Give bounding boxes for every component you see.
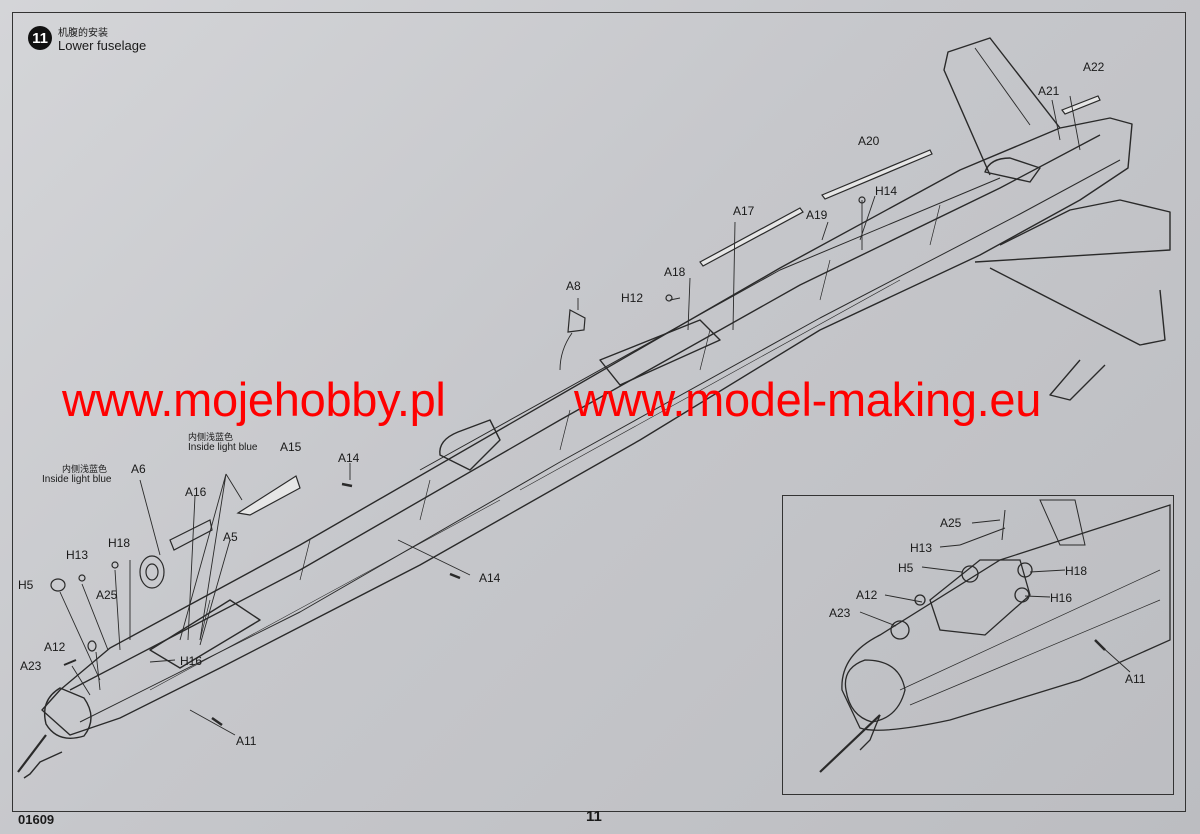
inset-callout-a23: A23 <box>829 606 851 620</box>
part-a16 <box>169 519 213 551</box>
callout-a8: A8 <box>566 279 581 293</box>
part-a8 <box>567 309 586 333</box>
page-number: 11 <box>586 808 602 825</box>
nose-cone <box>43 687 92 739</box>
wing-root <box>989 267 1166 346</box>
detail-inset-frame <box>782 495 1174 795</box>
callout-a14-low: A14 <box>479 571 501 585</box>
tail-rudder-line <box>974 47 1031 126</box>
callout-h5: H5 <box>18 578 34 592</box>
step-number-badge: 11 <box>28 26 52 50</box>
part-a14-top <box>341 482 353 488</box>
callout-a17: A17 <box>733 204 755 218</box>
paint-note-2-cn: 内侧浅蓝色 <box>62 465 108 475</box>
callout-a15: A15 <box>280 440 302 454</box>
inset-canopy <box>929 559 1031 636</box>
fuselage-lower-line <box>79 159 1121 723</box>
rear-hump <box>984 157 1041 183</box>
inset-callout-h16: H16 <box>1050 591 1073 605</box>
callout-h14: H14 <box>875 184 898 198</box>
inset-pitot <box>819 714 881 773</box>
callout-a21: A21 <box>1038 84 1060 98</box>
watermark-mojehobby: www.mojehobby.pl <box>62 373 446 426</box>
wing <box>974 199 1171 263</box>
callout-a19: A19 <box>806 208 828 222</box>
inset-callout-h13: H13 <box>910 541 933 555</box>
watermark-model-making: www.model-making.eu <box>574 373 1042 426</box>
callout-a6: A6 <box>131 462 146 476</box>
step-title-en: Lower fuselage <box>58 38 147 53</box>
part-h12 <box>665 294 673 302</box>
callout-a11: A11 <box>236 734 257 748</box>
paint-note-1-en: Inside light blue <box>188 442 258 453</box>
callout-a20: A20 <box>858 134 880 148</box>
step-title-cn: 机腹的安装 <box>58 28 108 39</box>
part-a17 <box>699 207 804 267</box>
intake-bump <box>439 419 501 471</box>
cockpit-hump <box>599 319 721 386</box>
kit-code: 01609 <box>18 812 55 827</box>
ventral-fin <box>1049 359 1106 401</box>
inset-callout-a12: A12 <box>856 588 878 602</box>
callout-h12: H12 <box>621 291 644 305</box>
part-a12 <box>87 640 97 652</box>
inset-callout-h18: H18 <box>1065 564 1088 578</box>
inset-nose-outline <box>841 504 1171 731</box>
inset-callout-h5: H5 <box>898 561 914 575</box>
callout-a16: A16 <box>185 485 207 499</box>
part-a15 <box>236 475 301 516</box>
callout-h18: H18 <box>108 536 131 550</box>
callout-h13: H13 <box>66 548 89 562</box>
fuselage-outline <box>41 117 1133 736</box>
callout-a14-top: A14 <box>338 451 360 465</box>
part-a20 <box>821 149 933 200</box>
part-a14-low <box>449 572 461 580</box>
callout-a12: A12 <box>44 640 66 654</box>
callout-a23: A23 <box>20 659 42 673</box>
inset-nose-cone <box>844 659 906 723</box>
callout-a22: A22 <box>1083 60 1105 74</box>
paint-note-1-cn: 内侧浅蓝色 <box>188 433 234 443</box>
part-a6 <box>139 555 165 589</box>
part-h18 <box>111 561 119 569</box>
part-a11 <box>211 716 223 727</box>
part-h5 <box>50 578 66 592</box>
vertical-tail <box>943 37 1061 176</box>
part-a22 <box>1061 95 1101 115</box>
callout-a18: A18 <box>664 265 686 279</box>
callout-a5: A5 <box>223 530 238 544</box>
part-h13 <box>78 574 86 582</box>
dorsal-spine <box>419 177 1001 471</box>
pitot-probe <box>17 734 47 773</box>
inset-callout-a25: A25 <box>940 516 962 530</box>
inset-callout-a11: A11 <box>1125 672 1146 686</box>
callout-h16: H16 <box>180 654 203 668</box>
pitot-probe-tip <box>23 751 63 779</box>
paint-note-2-en: Inside light blue <box>42 474 112 485</box>
page-border <box>12 12 1186 812</box>
callout-a25: A25 <box>96 588 118 602</box>
part-a23 <box>63 659 77 666</box>
